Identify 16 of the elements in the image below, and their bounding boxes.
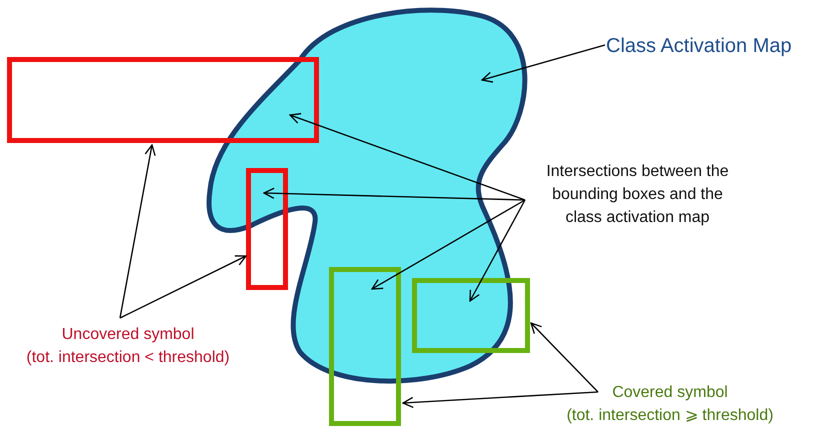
map-label: Class Activation Map — [606, 32, 839, 61]
leader-line — [481, 44, 606, 83]
uncovered-label: Uncovered symbol (tot. intersection < threshold) — [8, 323, 248, 370]
leader-line — [402, 391, 598, 408]
leader-line — [469, 200, 526, 302]
leader-line — [530, 322, 598, 392]
bounding-box — [329, 267, 401, 426]
leader-line — [119, 144, 156, 318]
leader-line — [289, 113, 526, 201]
intersection-label: Intersections between the bounding boxes and the class activation map — [535, 160, 740, 230]
leader-line — [120, 255, 247, 319]
covered-label: Covered symbol (tot. intersection ⩾ threshold) — [545, 381, 795, 428]
leader-line — [371, 199, 526, 290]
bounding-box — [7, 57, 319, 143]
bounding-box — [246, 168, 288, 290]
leader-line — [263, 188, 526, 201]
